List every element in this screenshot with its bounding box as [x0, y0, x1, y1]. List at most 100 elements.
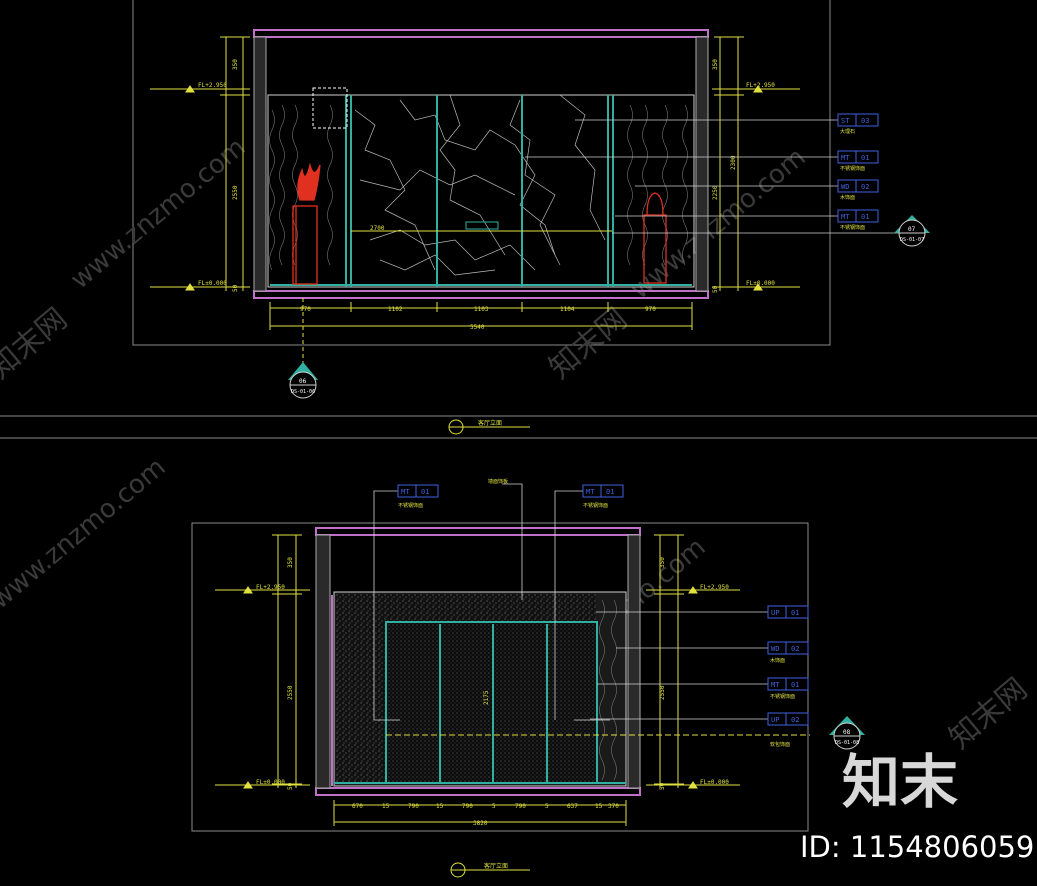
socket-box: [465, 221, 499, 230]
tag-a-2-note: 不锈钢饰面: [840, 165, 865, 172]
tag-b-top-2-num: 01: [606, 488, 614, 496]
section-marker-06: [288, 298, 318, 399]
right-wall-b: [627, 534, 641, 789]
right-wall: [695, 36, 709, 292]
title-a-text: 客厅立面: [478, 419, 502, 427]
teal-trims: [270, 95, 692, 287]
watermark-site-3: www.znzmo.com: [0, 452, 172, 615]
leaders-b-top: [373, 483, 610, 721]
watermark-site-2: www.znzmo.com: [625, 142, 811, 305]
tag-b-top-1-note: 不锈钢饰面: [398, 502, 423, 509]
leaders-a: [525, 119, 910, 234]
level-bottom-right-b: FL±0.000: [700, 779, 729, 786]
section-06-num: 06: [299, 378, 307, 385]
title-b-text: 客厅立面: [484, 862, 508, 870]
tag-b-2-note: 木饰面: [770, 657, 785, 664]
dim-right-a-4: 50: [712, 285, 719, 293]
material-tags-a: [837, 113, 879, 223]
dim-left-b-3: 50: [287, 782, 294, 790]
elevation-a: 2700 FL+2.950 FL±0.000 FL+2.950 FL±0.000: [150, 29, 930, 435]
tag-a-1-num: 03: [861, 117, 869, 125]
tag-b-2-code: WD: [771, 645, 779, 653]
dim-bottom-b-6: 5: [492, 803, 496, 810]
section-marker-08: [829, 716, 865, 750]
dim-bottom-b-1: 670: [352, 803, 363, 810]
top-note-b: 墙面饰板: [488, 478, 508, 485]
left-wall-b: [315, 534, 331, 789]
dim-bottom-b-5: 790: [462, 803, 473, 810]
dim-total-a: 5540: [470, 324, 485, 331]
watermark-brand-3: 知末网: [943, 671, 1034, 756]
tag-a-4-num: 01: [861, 213, 869, 221]
image-id-label: ID: 1154806059: [800, 830, 1035, 864]
dim-bottom-b-8: 5: [545, 803, 549, 810]
wood-panel-right: [627, 104, 688, 266]
tag-b-3-note: 不锈钢饰面: [770, 693, 795, 700]
watermark-site-1: www.znzmo.com: [65, 132, 251, 295]
lamp-detail-box: [312, 87, 348, 129]
material-tags-b: [767, 605, 809, 726]
wood-panel-b: [599, 599, 617, 781]
section-06-ref: DS-01-06: [291, 389, 315, 395]
dim-left-b-2: 2550: [287, 685, 294, 700]
bottom-dims-b-labels: 670 15 790 15 790 5 790 5 637 15 370 382…: [352, 803, 619, 827]
level-top-right-b: FL+2.950: [700, 584, 729, 591]
dim-right-a-1: 350: [712, 59, 719, 70]
title-a: [448, 419, 530, 435]
tag-b-top-2-note: 不锈钢饰面: [583, 502, 608, 509]
tag-a-2-num: 01: [861, 154, 869, 162]
dim-bottom-b-3: 790: [408, 803, 419, 810]
tag-a-4-note: 不锈钢饰面: [840, 224, 865, 231]
tag-a-3-note: 木饰面: [840, 194, 855, 201]
dim-left-b-1: 350: [287, 557, 294, 568]
tag-b-1-code: UP: [771, 609, 779, 617]
level-top-left-b: FL+2.950: [256, 584, 285, 591]
tag-b-4-note: 软包饰面: [770, 741, 790, 748]
upholstery-panels: [384, 622, 596, 784]
dim-left-a-2: 2550: [232, 185, 239, 200]
left-wall: [253, 36, 267, 292]
bottom-dims-a: [269, 302, 693, 330]
frame-lines: [0, 0, 1037, 832]
level-bottom-right-a: FL±0.000: [746, 280, 775, 287]
dim-bottom-b-4: 15: [436, 803, 444, 810]
dim-right-b-1: 350: [659, 557, 666, 568]
dim-bottom-b-11: 370: [608, 803, 619, 810]
dim-bottom-b-2: 15: [382, 803, 390, 810]
dim-bottom-a-4: 1104: [560, 306, 575, 313]
dim-right-a-2: 2300: [730, 155, 737, 170]
dim-right-a-3: 2250: [712, 185, 719, 200]
title-b: [450, 862, 530, 878]
tag-b-4-num: 02: [791, 716, 799, 724]
level-markers-b: [215, 586, 740, 789]
watermark-brand-2: 知末网: [543, 301, 634, 386]
floor-band: [253, 290, 709, 299]
teal-trims-b: [334, 621, 626, 784]
section-marker-07: [894, 215, 930, 247]
level-top-right-a: FL+2.950: [746, 82, 775, 89]
section-07-ref: DS-01-07: [900, 237, 924, 243]
dim-left-a-1: 350: [232, 59, 239, 70]
dim-bottom-a-1: 970: [300, 306, 311, 313]
dim-total-b: 3820: [473, 820, 488, 827]
dim-bottom-a-5: 970: [645, 306, 656, 313]
dim-bottom-b-10: 15: [595, 803, 603, 810]
center-note-a: 2700: [370, 225, 385, 232]
red-vase-left: [292, 162, 321, 285]
section-08-ref: DS-01-08: [835, 740, 859, 746]
ceiling-band: [253, 29, 709, 38]
tag-a-3-code: WD: [841, 183, 849, 191]
level-top-left-a: FL+2.950: [198, 82, 227, 89]
level-bottom-left-a: FL±0.000: [198, 280, 227, 287]
floor-band-b: [315, 787, 641, 796]
dim-right-b-2: 2550: [659, 685, 666, 700]
dim-bottom-a-3: 1103: [474, 306, 489, 313]
dim-right-b-3: 50: [659, 782, 666, 790]
marble-veins: [354, 94, 606, 276]
brand-logo: 知末: [842, 748, 959, 816]
vertical-dims-b: [272, 534, 684, 788]
wall-frame: [267, 94, 695, 288]
tag-a-3-num: 02: [861, 183, 869, 191]
bottom-dims-b: [333, 800, 627, 826]
